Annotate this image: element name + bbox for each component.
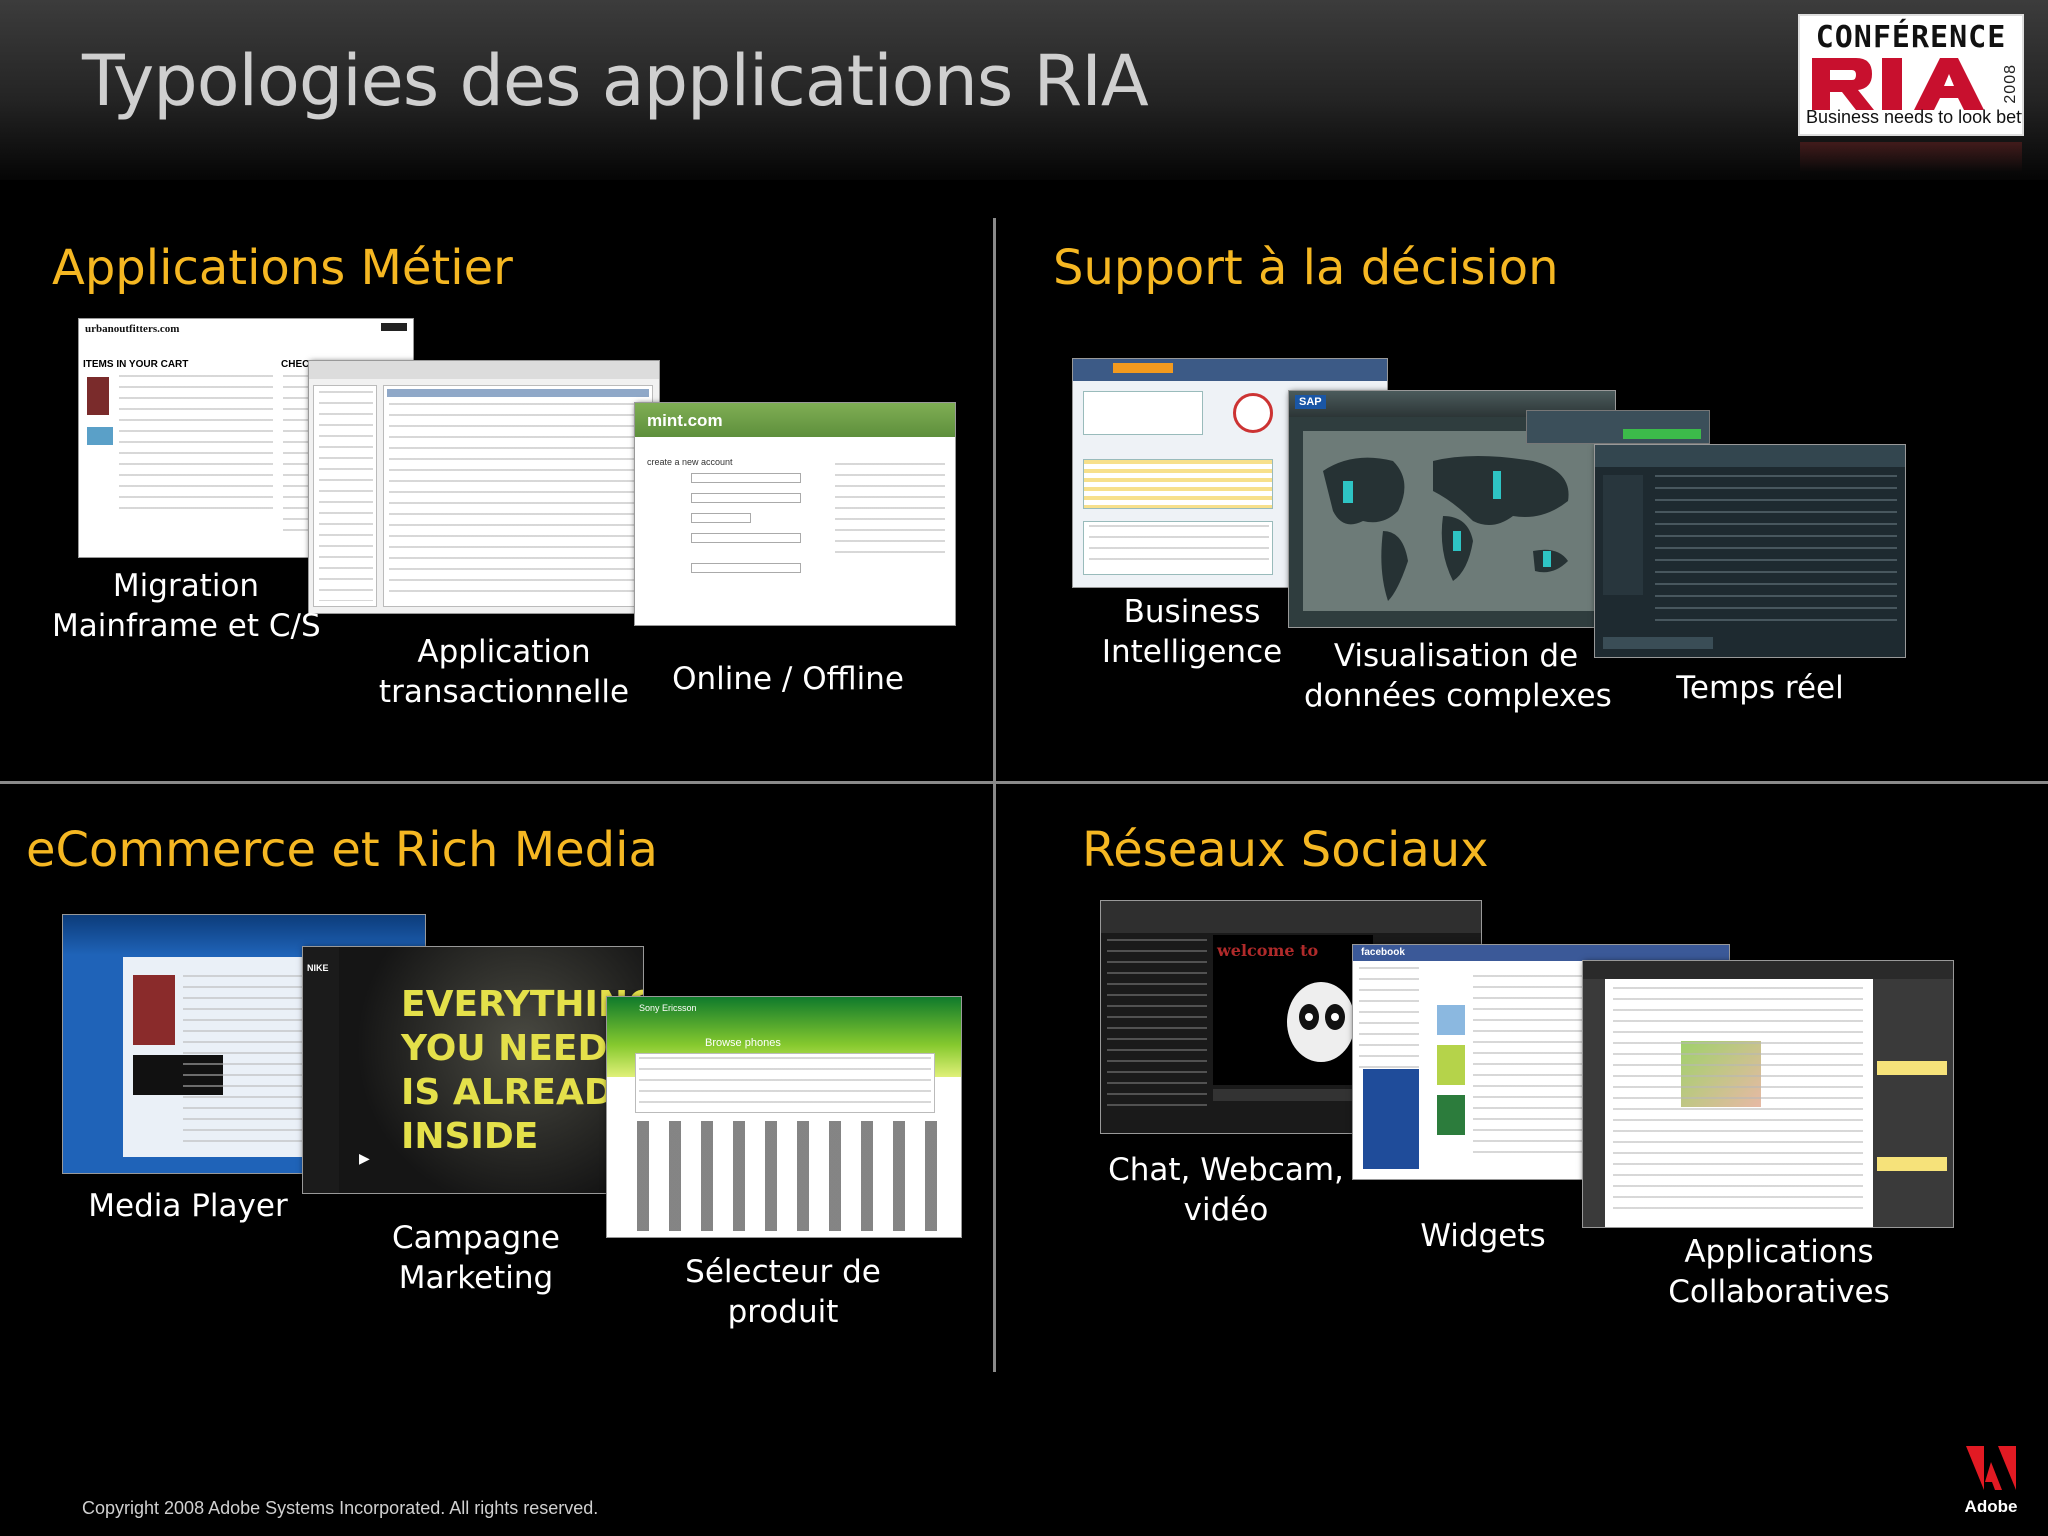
copyright-text: Copyright 2008 Adobe Systems Incorporate… (82, 1498, 599, 1518)
caption-online-offline: Online / Offline (672, 661, 904, 697)
logo-top-text: CONFÉRENCE (1815, 20, 2007, 55)
caption-widgets: Widgets (1420, 1218, 1546, 1254)
screenshot-realtime (1594, 444, 1906, 658)
adobe-logo: Adobe (1963, 1446, 2019, 1516)
sap-brand: SAP (1295, 395, 1326, 409)
slide-title: Typologies des applications RIA (82, 40, 1149, 122)
screenshot-transactional (308, 360, 660, 614)
caption-visualisation: Visualisation de données complexes (1304, 638, 1612, 715)
screenshot-phone-selector: Sony Ericsson Browse phones (606, 996, 962, 1238)
nike-brand: NIKE (307, 963, 329, 973)
caption-selecteur: Sélecteur de produit (685, 1254, 881, 1331)
phones-brand: Sony Ericsson (639, 1003, 697, 1013)
caption-temps-reel: Temps réel (1676, 670, 1844, 706)
caption-campagne: Campagne Marketing (392, 1220, 560, 1297)
horizontal-divider (0, 781, 2048, 784)
cart-heading: ITEMS IN YOUR CART (83, 359, 189, 370)
logo-reflection (1800, 142, 2022, 172)
screenshot-nike: NIKE EVERYTHING YOU NEED IS ALREADY INSI… (302, 946, 644, 1194)
webcam-banner: welcome to (1217, 941, 1319, 960)
logo-year: 2008 (2002, 64, 2019, 104)
ria-mark-icon (1812, 58, 1984, 110)
header-bar (0, 0, 2048, 180)
facebook-brand: facebook (1361, 947, 1405, 958)
mint-brand: mint.com (647, 411, 723, 430)
adobe-icon (1966, 1446, 2016, 1490)
mascot-icon (1287, 982, 1355, 1062)
quadrant-title-ecommerce: eCommerce et Rich Media (26, 822, 658, 878)
caption-migration: Migration Mainframe et C/S (52, 568, 321, 645)
conference-logo: CONFÉRENCE 2008 Business needs to look b… (1798, 14, 2024, 136)
screenshot-mint: mint.com create a new account (634, 402, 956, 626)
caption-bi: Business Intelligence (1101, 594, 1283, 671)
caption-transactional: Application transactionnelle (378, 634, 630, 711)
cart-brand: urbanoutfitters.com (85, 323, 180, 335)
world-map-icon (1303, 431, 1603, 611)
phone-grid (637, 1121, 937, 1231)
vertical-divider (993, 218, 996, 1372)
logo-tagline: Business needs to look better (1806, 107, 2024, 127)
quadrant-title-decision: Support à la décision (1053, 240, 1559, 296)
phones-heading: Browse phones (705, 1037, 781, 1049)
quadrant-title-metier: Applications Métier (52, 240, 513, 296)
play-icon: ▶ (359, 1150, 370, 1166)
caption-media-player: Media Player (88, 1188, 288, 1224)
nike-slogan: EVERYTHING YOU NEED IS ALREADY INSIDE (401, 984, 644, 1157)
screenshot-collab (1582, 960, 1954, 1228)
quadrant-title-social: Réseaux Sociaux (1082, 822, 1489, 878)
adobe-wordmark: Adobe (1964, 1497, 2018, 1516)
caption-chat: Chat, Webcam, vidéo (1108, 1152, 1344, 1229)
realtime-toolbar (1526, 410, 1710, 444)
caption-collaboratives: Applications Collaboratives (1668, 1234, 1890, 1311)
mint-form-title: create a new account (647, 457, 733, 467)
